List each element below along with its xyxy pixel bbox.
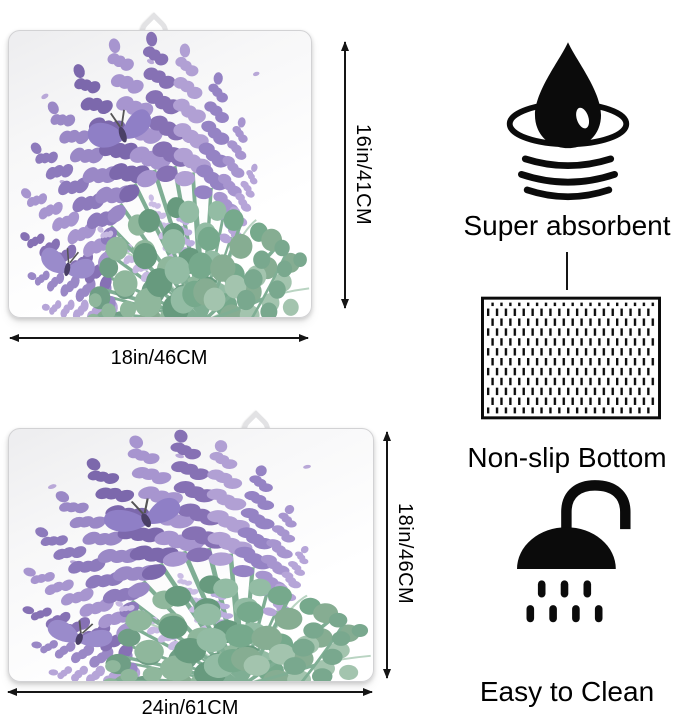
mat-photo-small xyxy=(8,30,312,318)
mat-small-width-arrow xyxy=(10,337,308,339)
non-slip-pattern-icon xyxy=(481,296,661,420)
mat-photo-large xyxy=(8,428,374,682)
feature-label-super-absorbent: Super absorbent xyxy=(463,210,671,241)
mat-large-width-arrow xyxy=(8,691,372,693)
water-drop-icon xyxy=(506,42,630,201)
section-divider xyxy=(566,252,568,290)
mat-small-height-arrow xyxy=(344,42,346,308)
lavender-artwork xyxy=(9,31,311,317)
lavender-artwork xyxy=(9,429,373,681)
mat-large-height-label: 18in/46CM xyxy=(394,503,416,605)
shower-head-icon xyxy=(517,480,631,623)
feature-label-non-slip: Non-slip Bottom xyxy=(467,442,667,473)
mat-large-height-arrow xyxy=(386,432,388,678)
mat-small-height-label: 16in/41CM xyxy=(352,124,374,226)
mat-small-width-label: 18in/46CM xyxy=(110,347,208,369)
feature-label-easy-to-clean: Easy to Clean xyxy=(479,676,655,707)
mat-large-width-label: 24in/61CM xyxy=(141,697,239,715)
